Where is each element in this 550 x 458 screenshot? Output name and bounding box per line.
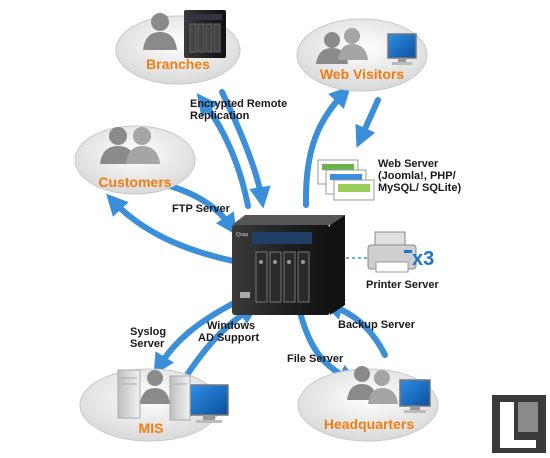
web-visitors-label: Web Visitors (319, 66, 405, 82)
arrow-customers-to-nas (167, 183, 237, 236)
encrypted-replication-label-2: Replication (190, 110, 250, 122)
monitor-icons (189, 33, 431, 423)
branches-label: Branches (146, 56, 210, 72)
arrow-nas-to-customers (106, 193, 241, 265)
webvisitors-people-icon (316, 28, 368, 64)
people-icons (100, 13, 398, 404)
printer-icon (367, 231, 417, 273)
branches-nas-icon (184, 10, 226, 58)
web-server-label-2: (Joomla!, PHP/ (378, 170, 456, 182)
central-nas-icon: Qnap (232, 215, 345, 315)
web-pages-icon (317, 159, 375, 201)
arrow-webvisitors-down (355, 97, 381, 148)
ftp-server-label: FTP Server (172, 203, 230, 215)
arrow-branches-to-nas (219, 89, 271, 209)
encrypted-replication-label-1: Encrypted Remote (190, 98, 288, 110)
nas-brand-text: Qnap (236, 232, 248, 238)
legit-reviews-logo (492, 395, 546, 453)
web-server-label-1: Web Server (378, 158, 439, 170)
webvisitors-monitor-icon (387, 33, 417, 65)
arrow-nas-to-webvisitors (302, 85, 351, 208)
windows-ad-label-1: Windows (207, 320, 256, 332)
syslog-server-label-1: Syslog (130, 326, 167, 338)
customers-label: Customers (98, 174, 172, 190)
mis-monitor-icon (189, 384, 229, 423)
arrow-nas-to-mis-left (153, 297, 243, 376)
printer-server-label: Printer Server (366, 279, 439, 291)
mis-person-icon (140, 370, 170, 404)
backup-server-label: Backup Server (338, 319, 416, 331)
mis-label: MIS (138, 420, 164, 436)
file-server-label: File Server (287, 353, 344, 365)
mis-server-towers-icon (117, 369, 191, 421)
arrow-nas-to-branches (196, 93, 251, 209)
syslog-server-label-2: Server (130, 338, 165, 350)
customers-people-icon (100, 127, 160, 164)
windows-ad-label-2: AD Support (198, 332, 260, 344)
branches-person-icon (143, 13, 177, 50)
printer-count-label: x3 (412, 248, 435, 270)
headquarters-monitor-icon (399, 379, 431, 413)
headquarters-people-icon (347, 366, 398, 404)
headquarters-label: Headquarters (323, 416, 415, 432)
web-server-label-3: MySQL/ SQLite) (378, 182, 462, 194)
